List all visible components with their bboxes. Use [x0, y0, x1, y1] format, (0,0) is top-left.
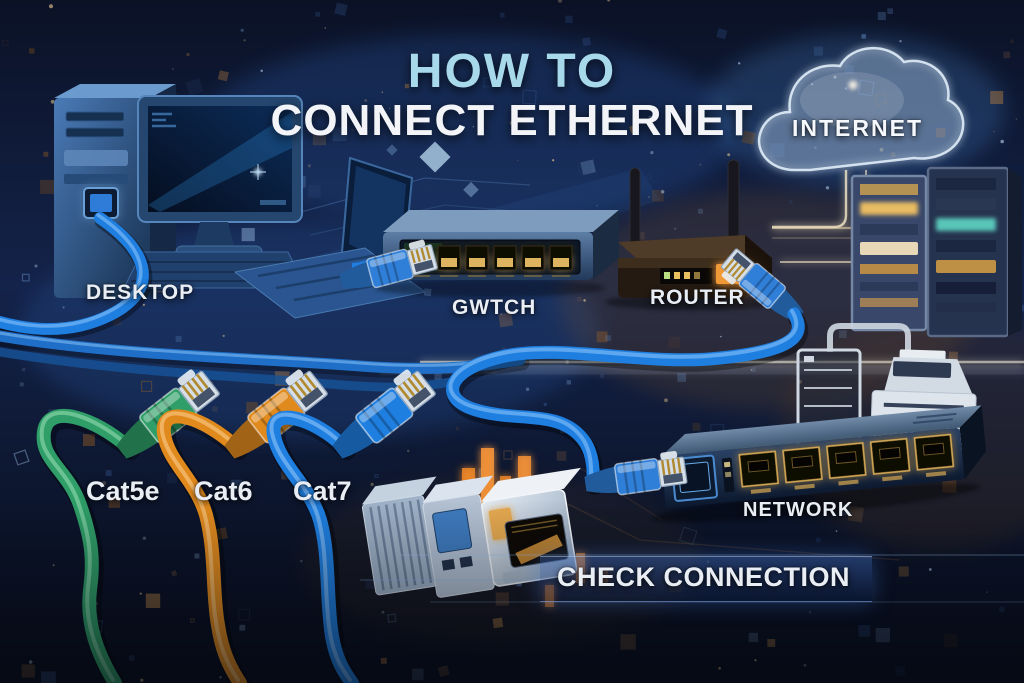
label-router: ROUTER — [650, 286, 745, 309]
page-title-line2: CONNECT ETHERNET — [270, 96, 754, 145]
router-network-cable — [446, 245, 810, 501]
label-switch: GWTCH — [452, 296, 537, 319]
label-internet: INTERNET — [792, 115, 923, 141]
switch-illustration — [334, 210, 619, 298]
server-rack-illustration — [850, 166, 1022, 338]
label-cat7: Cat7 — [293, 476, 352, 506]
label-cat5e: Cat5e — [86, 476, 160, 506]
label-network: NETWORK — [743, 499, 854, 521]
label-desktop: DESKTOP — [86, 281, 195, 304]
label-check-connection: CHECK CONNECTION — [557, 562, 851, 592]
internet-cloud-illustration — [757, 47, 965, 172]
check-connection-banner: CHECK CONNECTION — [540, 556, 872, 602]
page-title-line1: HOW TO — [407, 45, 617, 98]
label-cat6: Cat6 — [194, 476, 253, 506]
bottom-vignette — [0, 500, 1024, 683]
